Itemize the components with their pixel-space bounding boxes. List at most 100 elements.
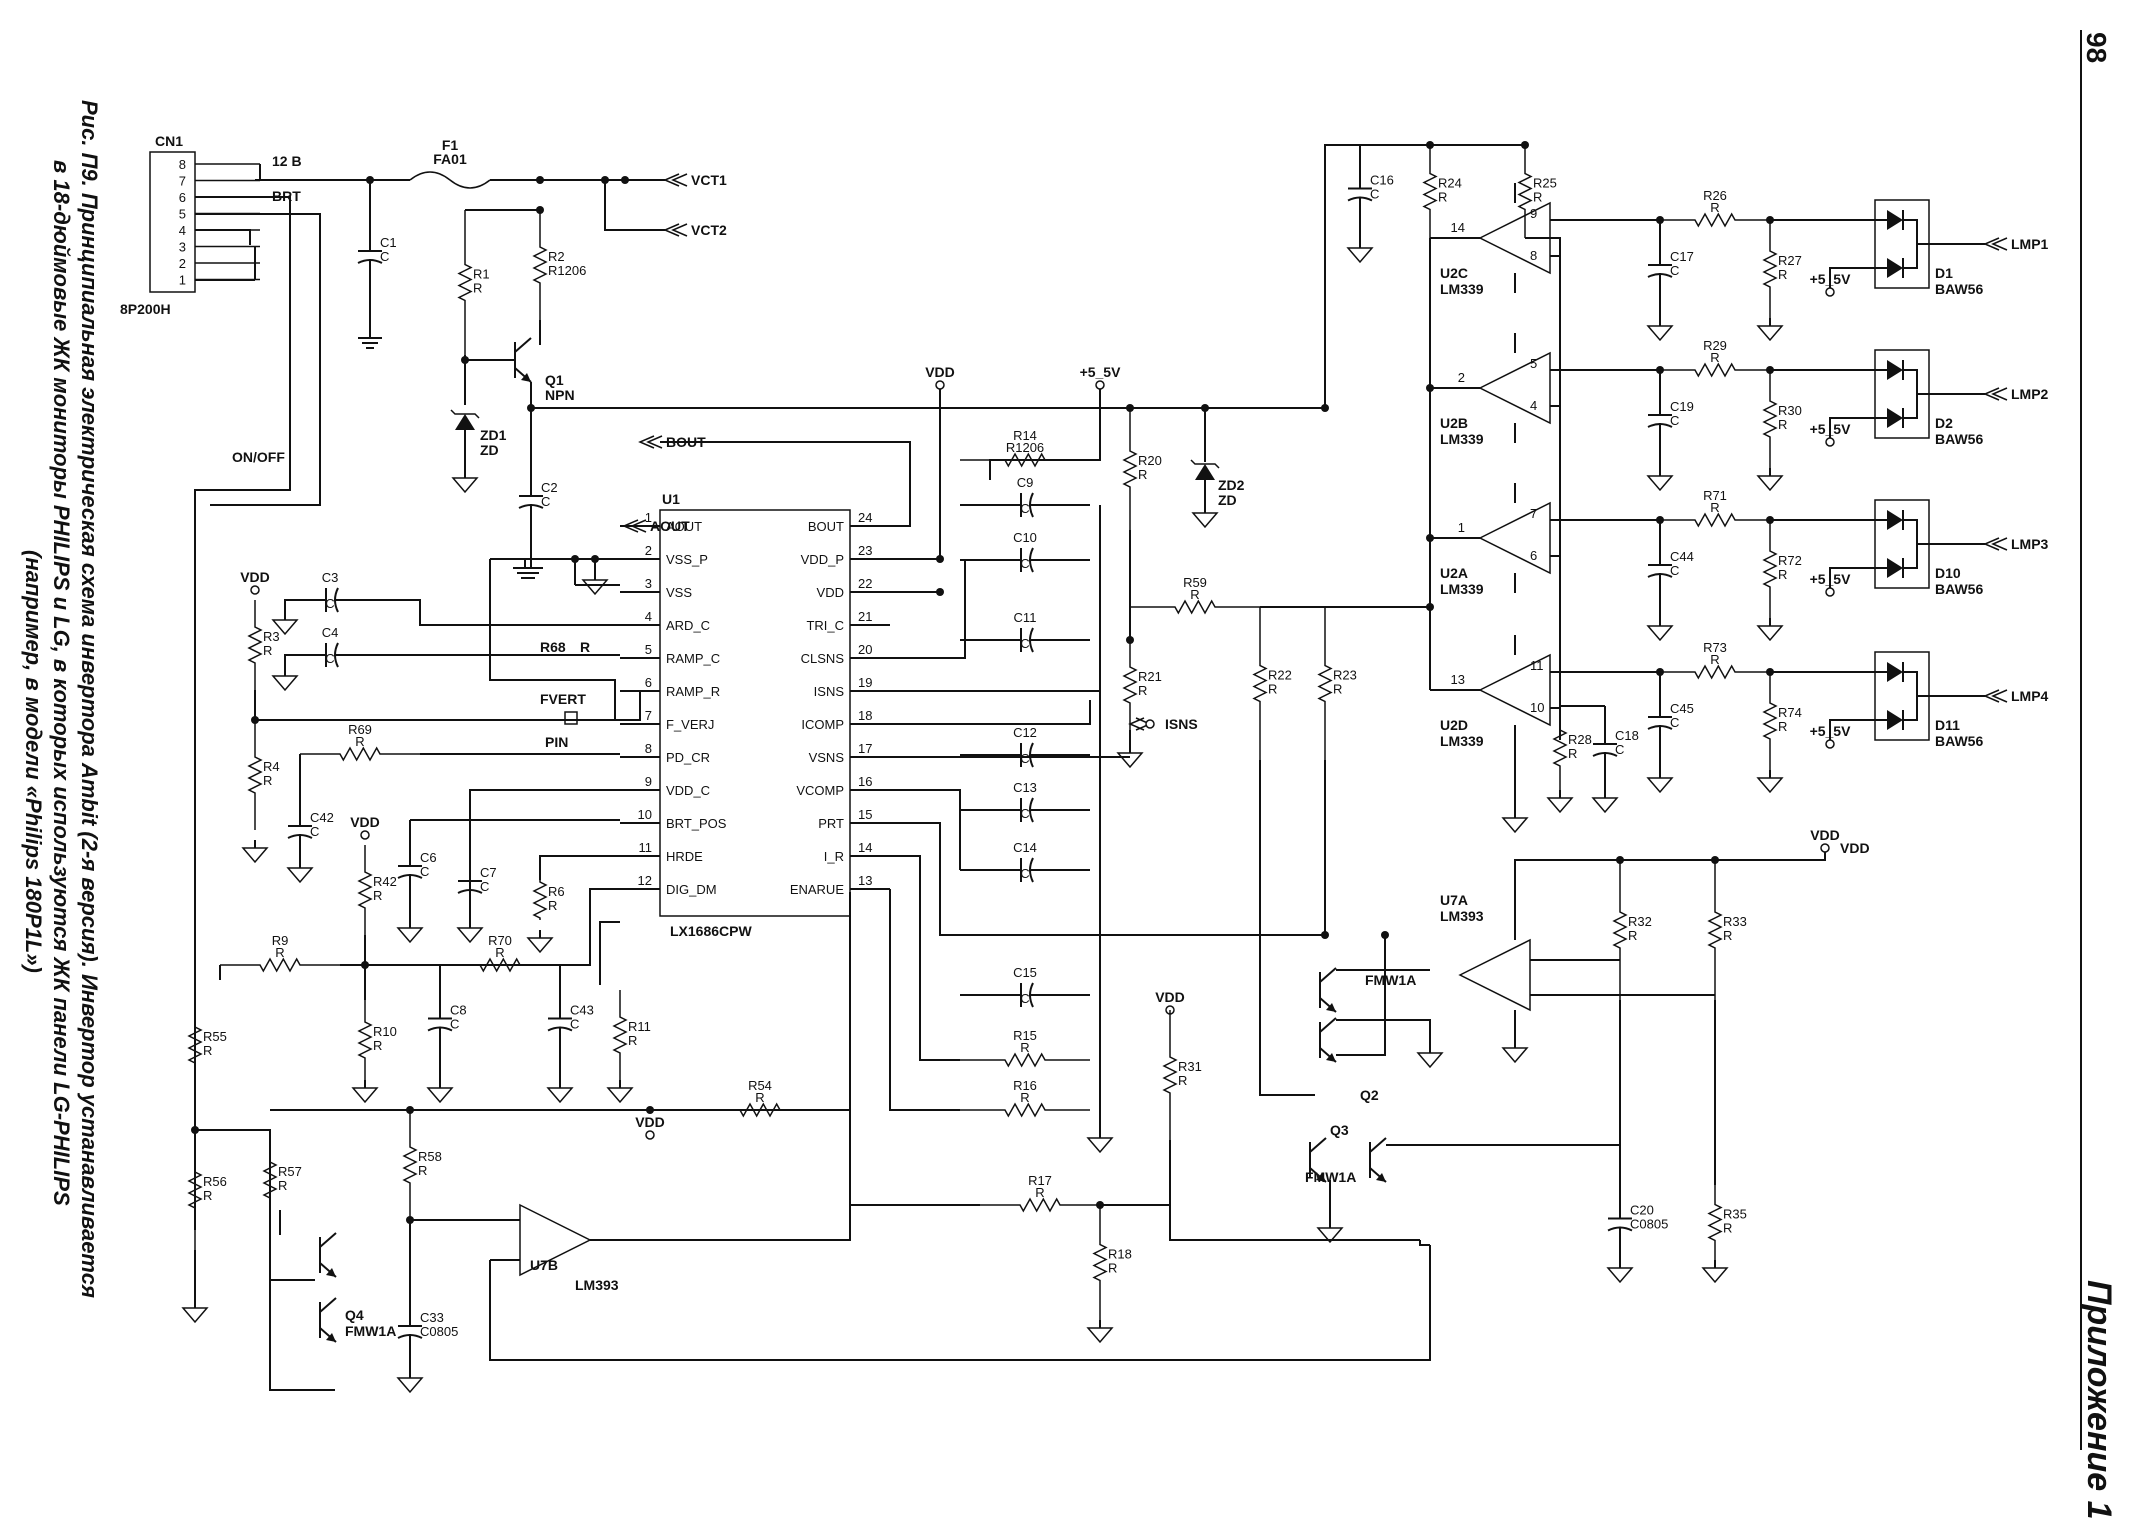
rail-terminal (1145, 719, 1155, 729)
diode-part: BAW56 (1935, 581, 1983, 597)
resistor (247, 720, 263, 830)
resistor (1317, 607, 1333, 760)
capacitor-ref: C33 (420, 1310, 444, 1325)
diode-pair-package (1874, 199, 1930, 289)
resistor (1162, 1010, 1178, 1140)
resistor-value: R (1723, 1221, 1732, 1236)
capacitor-ref: C7 (480, 865, 497, 880)
comparator-pin: 10 (1530, 700, 1544, 715)
wire (1324, 144, 1525, 408)
capacitor-ref: C18 (1615, 728, 1639, 743)
rail-vdd-top: VDD (925, 364, 955, 380)
zener-ref: ZD2 (1218, 477, 1245, 493)
ic-pin-number: 2 (645, 543, 652, 558)
transistor-part: FMW1A (1365, 972, 1416, 988)
rail-terminal (645, 1130, 655, 1140)
zener-value: ZD (480, 442, 499, 458)
junction-dot (536, 176, 544, 184)
resistor-value: R (580, 639, 590, 655)
comparator-pin: 8 (1530, 248, 1537, 263)
capacitor-value: C (541, 494, 550, 509)
ground-symbol (396, 1370, 424, 1394)
capacitor-ref: C3 (322, 570, 339, 585)
connector-pin-number: 5 (179, 207, 186, 222)
wire (1829, 267, 1875, 288)
wire (890, 700, 1091, 725)
resistor (612, 990, 628, 1080)
ic-pin-name: BOUT (808, 519, 844, 534)
resistor-value: R (1710, 652, 1719, 667)
output-lmp3: LMP3 (2011, 536, 2049, 552)
ground-symbol (271, 668, 299, 692)
comparator-pin: 4 (1530, 398, 1537, 413)
diode-pair-package (1874, 349, 1930, 439)
ground-symbol (1501, 1040, 1529, 1064)
ic-pin-name: DIG_DM (666, 882, 717, 897)
resistor-value: R (203, 1188, 212, 1203)
transistor-part: FMW1A (345, 1323, 396, 1339)
resistor-ref: R6 (548, 884, 565, 899)
capacitor-ref: C13 (1013, 780, 1037, 795)
wire (1514, 848, 1826, 940)
resistor (300, 746, 420, 762)
resistor-ref: R27 (1778, 253, 1802, 268)
resistor-ref: R22 (1268, 668, 1292, 683)
resistor (1762, 520, 1778, 618)
capacitor-ref: C2 (541, 480, 558, 495)
capacitor-value: C (450, 1017, 459, 1032)
transistor-q1 (514, 337, 532, 383)
zener-value: ZD (1218, 492, 1237, 508)
comparator-pin: 1 (1458, 520, 1465, 535)
resistor-ref: R33 (1723, 914, 1747, 929)
ground-symbol (1416, 1045, 1444, 1069)
ic-pin-number: 19 (858, 675, 872, 690)
ground-symbol (1646, 468, 1674, 492)
comparator-part: LM339 (1440, 431, 1484, 447)
ground-symbol (1756, 770, 1784, 794)
resistor (1762, 220, 1778, 318)
resistor-ref: R4 (263, 759, 280, 774)
ic-pin-name: F_VERJ (666, 717, 714, 732)
rail-5v-top: +5_5V (1080, 364, 1122, 380)
junction-dot (646, 1106, 654, 1114)
resistor-ref: R54 (748, 1078, 772, 1093)
fuse-ref: F1 (442, 137, 459, 153)
wire (1419, 1240, 1430, 1246)
resistor-ref: R35 (1723, 1207, 1747, 1222)
resistor-value: R (1723, 928, 1732, 943)
resistor (700, 1102, 820, 1118)
resistor-value: R (473, 281, 482, 296)
capacitor-value: C (1670, 563, 1679, 578)
ground-symbol (1086, 1130, 1114, 1154)
fuse-symbol (409, 171, 491, 189)
comparator-u2b (1478, 351, 1551, 425)
wire (469, 789, 620, 910)
diode-ref: D1 (1935, 265, 1953, 281)
resistor-value: R (1035, 1185, 1044, 1200)
junction-dot (1426, 603, 1434, 611)
label-bout: BOUT (666, 434, 706, 450)
capacitor-value: C (480, 879, 489, 894)
capacitor (397, 820, 423, 920)
ic-pin-name: VDD_P (801, 552, 844, 567)
wire (890, 789, 961, 870)
resistor-value: R (355, 734, 364, 749)
zener-ref: ZD1 (480, 427, 507, 443)
resistor-value: R (275, 945, 284, 960)
resistor (1660, 664, 1770, 680)
resistor-ref: R25 (1533, 176, 1557, 191)
wire (989, 385, 1101, 480)
resistor (1660, 362, 1770, 378)
opamp-ref: U7B (530, 1257, 558, 1273)
resistor-value: R (1778, 267, 1787, 282)
resistor-value: R (1020, 1090, 1029, 1105)
resistor (187, 1130, 203, 1250)
comparator-part: LM339 (1440, 581, 1484, 597)
capacitor-ref: C15 (1013, 965, 1037, 980)
resistor-ref: R59 (1183, 575, 1207, 590)
resistor (532, 210, 548, 320)
comparator-pin: 9 (1530, 206, 1537, 221)
capacitor (457, 850, 483, 920)
connector-ref: CN1 (155, 133, 183, 149)
